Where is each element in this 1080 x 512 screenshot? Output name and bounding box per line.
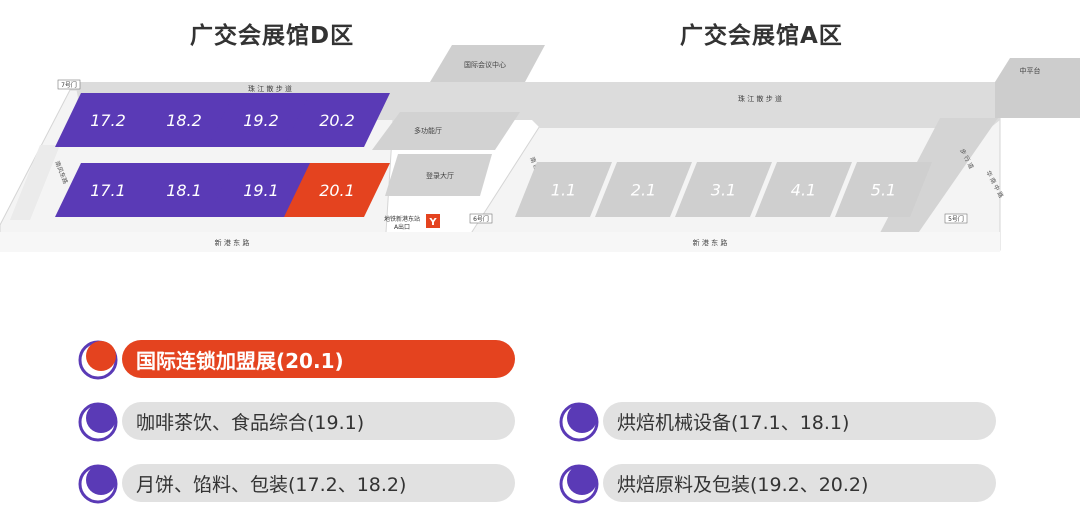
hall-3-1-label: 3.1 xyxy=(711,181,736,200)
hall-17-2: 17.2 xyxy=(55,93,161,147)
metro-exit-label: A出口 xyxy=(394,223,410,231)
legend-text-right-2: 烘焙原料及包装(19.2、20.2) xyxy=(617,473,869,496)
hall-4-1: 4.1 xyxy=(755,162,852,217)
xingang-road xyxy=(0,232,1000,252)
hall-17-2-shape xyxy=(55,93,161,147)
hall-20-2: 20.2 xyxy=(284,93,390,147)
legend-marker-icon-left-1 xyxy=(78,402,118,442)
jiang-walk-d-label: 珠 江 散 步 道 xyxy=(248,84,292,93)
hall-5-1-shape xyxy=(835,162,932,217)
gate5-label: 5号门 xyxy=(948,215,964,223)
hall-17-1-shape xyxy=(55,163,161,217)
metro-icon-glyph: Y xyxy=(428,217,437,228)
entrance-hall-label: 登录大厅 xyxy=(426,171,454,180)
xingang-a-label: 新 港 东 路 xyxy=(693,238,728,247)
conference-label: 国际会议中心 xyxy=(464,60,506,69)
legend-text-right-1: 烘焙机械设备(17.1、18.1) xyxy=(617,411,850,434)
hall-1-1-shape xyxy=(515,162,612,217)
zone-a-title: 广交会展馆A区 xyxy=(680,23,843,49)
hall-5-1: 5.1 xyxy=(835,162,932,217)
hall-20-2-shape xyxy=(284,93,390,147)
legend-marker-icon-right-1 xyxy=(559,402,599,442)
hall-19-2-shape xyxy=(208,93,314,147)
legend-marker-icon-right-2 xyxy=(559,464,599,504)
halls-d-group: 17.2 18.2 19.2 20.2 17.1 18.1 19.1 20.1 xyxy=(55,93,390,217)
hall-19-2: 19.2 xyxy=(208,93,314,147)
hall-18-1-shape xyxy=(131,163,237,217)
venue-map: 中平台 华 南 中 路 步 行 道 国际会议中心 多功能厅 登录大厅 南风东路 … xyxy=(0,45,1080,252)
metro-icon xyxy=(426,214,440,228)
west-d-road xyxy=(10,145,60,220)
hall-2-1-label: 2.1 xyxy=(631,181,656,200)
legend-row-right-1: 烘焙机械设备(17.1、18.1) xyxy=(603,402,996,440)
legend-text-left-2: 月饼、馅料、包装(17.2、18.2) xyxy=(136,473,407,496)
hall-4-1-label: 4.1 xyxy=(791,181,816,200)
hall-20-1: 20.1 xyxy=(284,163,390,217)
jiang-walk-a-label: 珠 江 散 步 道 xyxy=(738,94,782,103)
legend-row-right-2: 烘焙原料及包装(19.2、20.2) xyxy=(603,464,996,502)
hall-19-1-label: 19.1 xyxy=(243,181,279,200)
hall-4-1-shape xyxy=(755,162,852,217)
legend-marker-icon-highlight xyxy=(78,340,118,380)
hall-2-1: 2.1 xyxy=(595,162,692,217)
legend-highlight-row: 国际连锁加盟展(20.1) xyxy=(122,340,515,378)
hall-18-1-label: 18.1 xyxy=(166,181,202,200)
legend-text-left-1: 咖啡茶饮、食品综合(19.1) xyxy=(136,411,365,434)
hall-1-1-label: 1.1 xyxy=(551,181,576,200)
legend-marker-icon-left-2 xyxy=(78,464,118,504)
legend-row-left-1: 咖啡茶饮、食品综合(19.1) xyxy=(122,402,515,440)
multi-hall-block xyxy=(372,112,520,150)
hall-2-1-shape xyxy=(595,162,692,217)
metro-station-label: 地铁新港东站 xyxy=(384,215,420,223)
hall-5-1-label: 5.1 xyxy=(871,181,896,200)
hall-19-2-label: 19.2 xyxy=(243,111,279,130)
east-road xyxy=(870,118,998,252)
hall-1-1: 1.1 xyxy=(515,162,612,217)
gate6-badge xyxy=(469,213,493,224)
platform-block xyxy=(995,58,1080,118)
hall-17-1: 17.1 xyxy=(55,163,161,217)
multi-hall-label: 多功能厅 xyxy=(414,126,442,135)
hall-18-2-shape xyxy=(131,93,237,147)
entrance-hall-block xyxy=(385,154,492,196)
legend-highlight-text: 国际连锁加盟展(20.1) xyxy=(136,348,344,373)
xingang-d-label: 新 港 东 路 xyxy=(215,238,250,247)
hall-17-2-label: 17.2 xyxy=(90,111,126,130)
hall-18-1: 18.1 xyxy=(131,163,237,217)
zone-d-title: 广交会展馆D区 xyxy=(190,23,355,49)
legend-row-left-2: 月饼、馅料、包装(17.2、18.2) xyxy=(122,464,515,502)
gate6-label: 6号门 xyxy=(473,215,489,223)
hall-17-1-label: 17.1 xyxy=(90,181,126,200)
hall-3-1: 3.1 xyxy=(675,162,772,217)
hall-20-1-shape xyxy=(284,163,390,217)
hall-3-1-shape xyxy=(675,162,772,217)
hall-18-2: 18.2 xyxy=(131,93,237,147)
hall-20-1-label: 20.1 xyxy=(319,181,355,200)
hall-18-2-label: 18.2 xyxy=(166,111,202,130)
conference-block xyxy=(430,45,545,82)
hall-20-2-label: 20.2 xyxy=(319,111,355,130)
gate7-badge xyxy=(57,79,81,90)
gate5-badge xyxy=(944,213,968,224)
platform-label: 中平台 xyxy=(1020,66,1041,75)
gate7-label: 7号门 xyxy=(61,81,77,89)
halls-a-group: 1.1 2.1 3.1 4.1 5.1 xyxy=(515,162,932,217)
hall-19-1: 19.1 xyxy=(208,163,314,217)
hall-19-1-shape xyxy=(208,163,314,217)
